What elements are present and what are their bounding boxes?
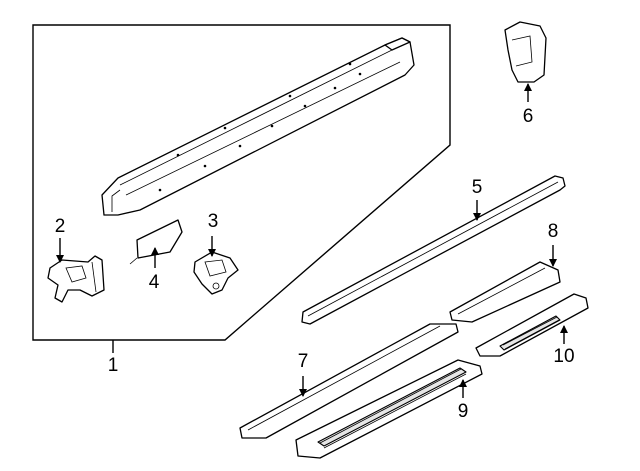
sill-plate-part-9[interactable] [295, 359, 483, 459]
patch-part-4[interactable] [136, 219, 183, 259]
callout-9: 9 [458, 401, 469, 422]
scuff-plate-part-8[interactable] [449, 261, 561, 323]
rocker-panel[interactable] [101, 37, 415, 216]
end-cap-part-6[interactable] [504, 21, 547, 83]
sill-plate-part-7[interactable] [239, 323, 459, 439]
molding-part-5[interactable] [301, 175, 566, 325]
callout-3: 3 [208, 211, 219, 232]
callout-10: 10 [553, 346, 574, 367]
callout-1: 1 [108, 355, 119, 376]
clip-part-3[interactable] [193, 251, 239, 295]
bracket-part-2[interactable] [47, 255, 105, 303]
callout-5: 5 [472, 177, 483, 198]
callout-4: 4 [149, 272, 160, 293]
scuff-plate-part-10[interactable] [475, 293, 589, 357]
callout-7: 7 [298, 351, 309, 372]
assembly-outline [32, 24, 451, 341]
callout-2: 2 [55, 216, 66, 237]
callout-6: 6 [523, 106, 534, 127]
callout-8: 8 [548, 221, 559, 242]
